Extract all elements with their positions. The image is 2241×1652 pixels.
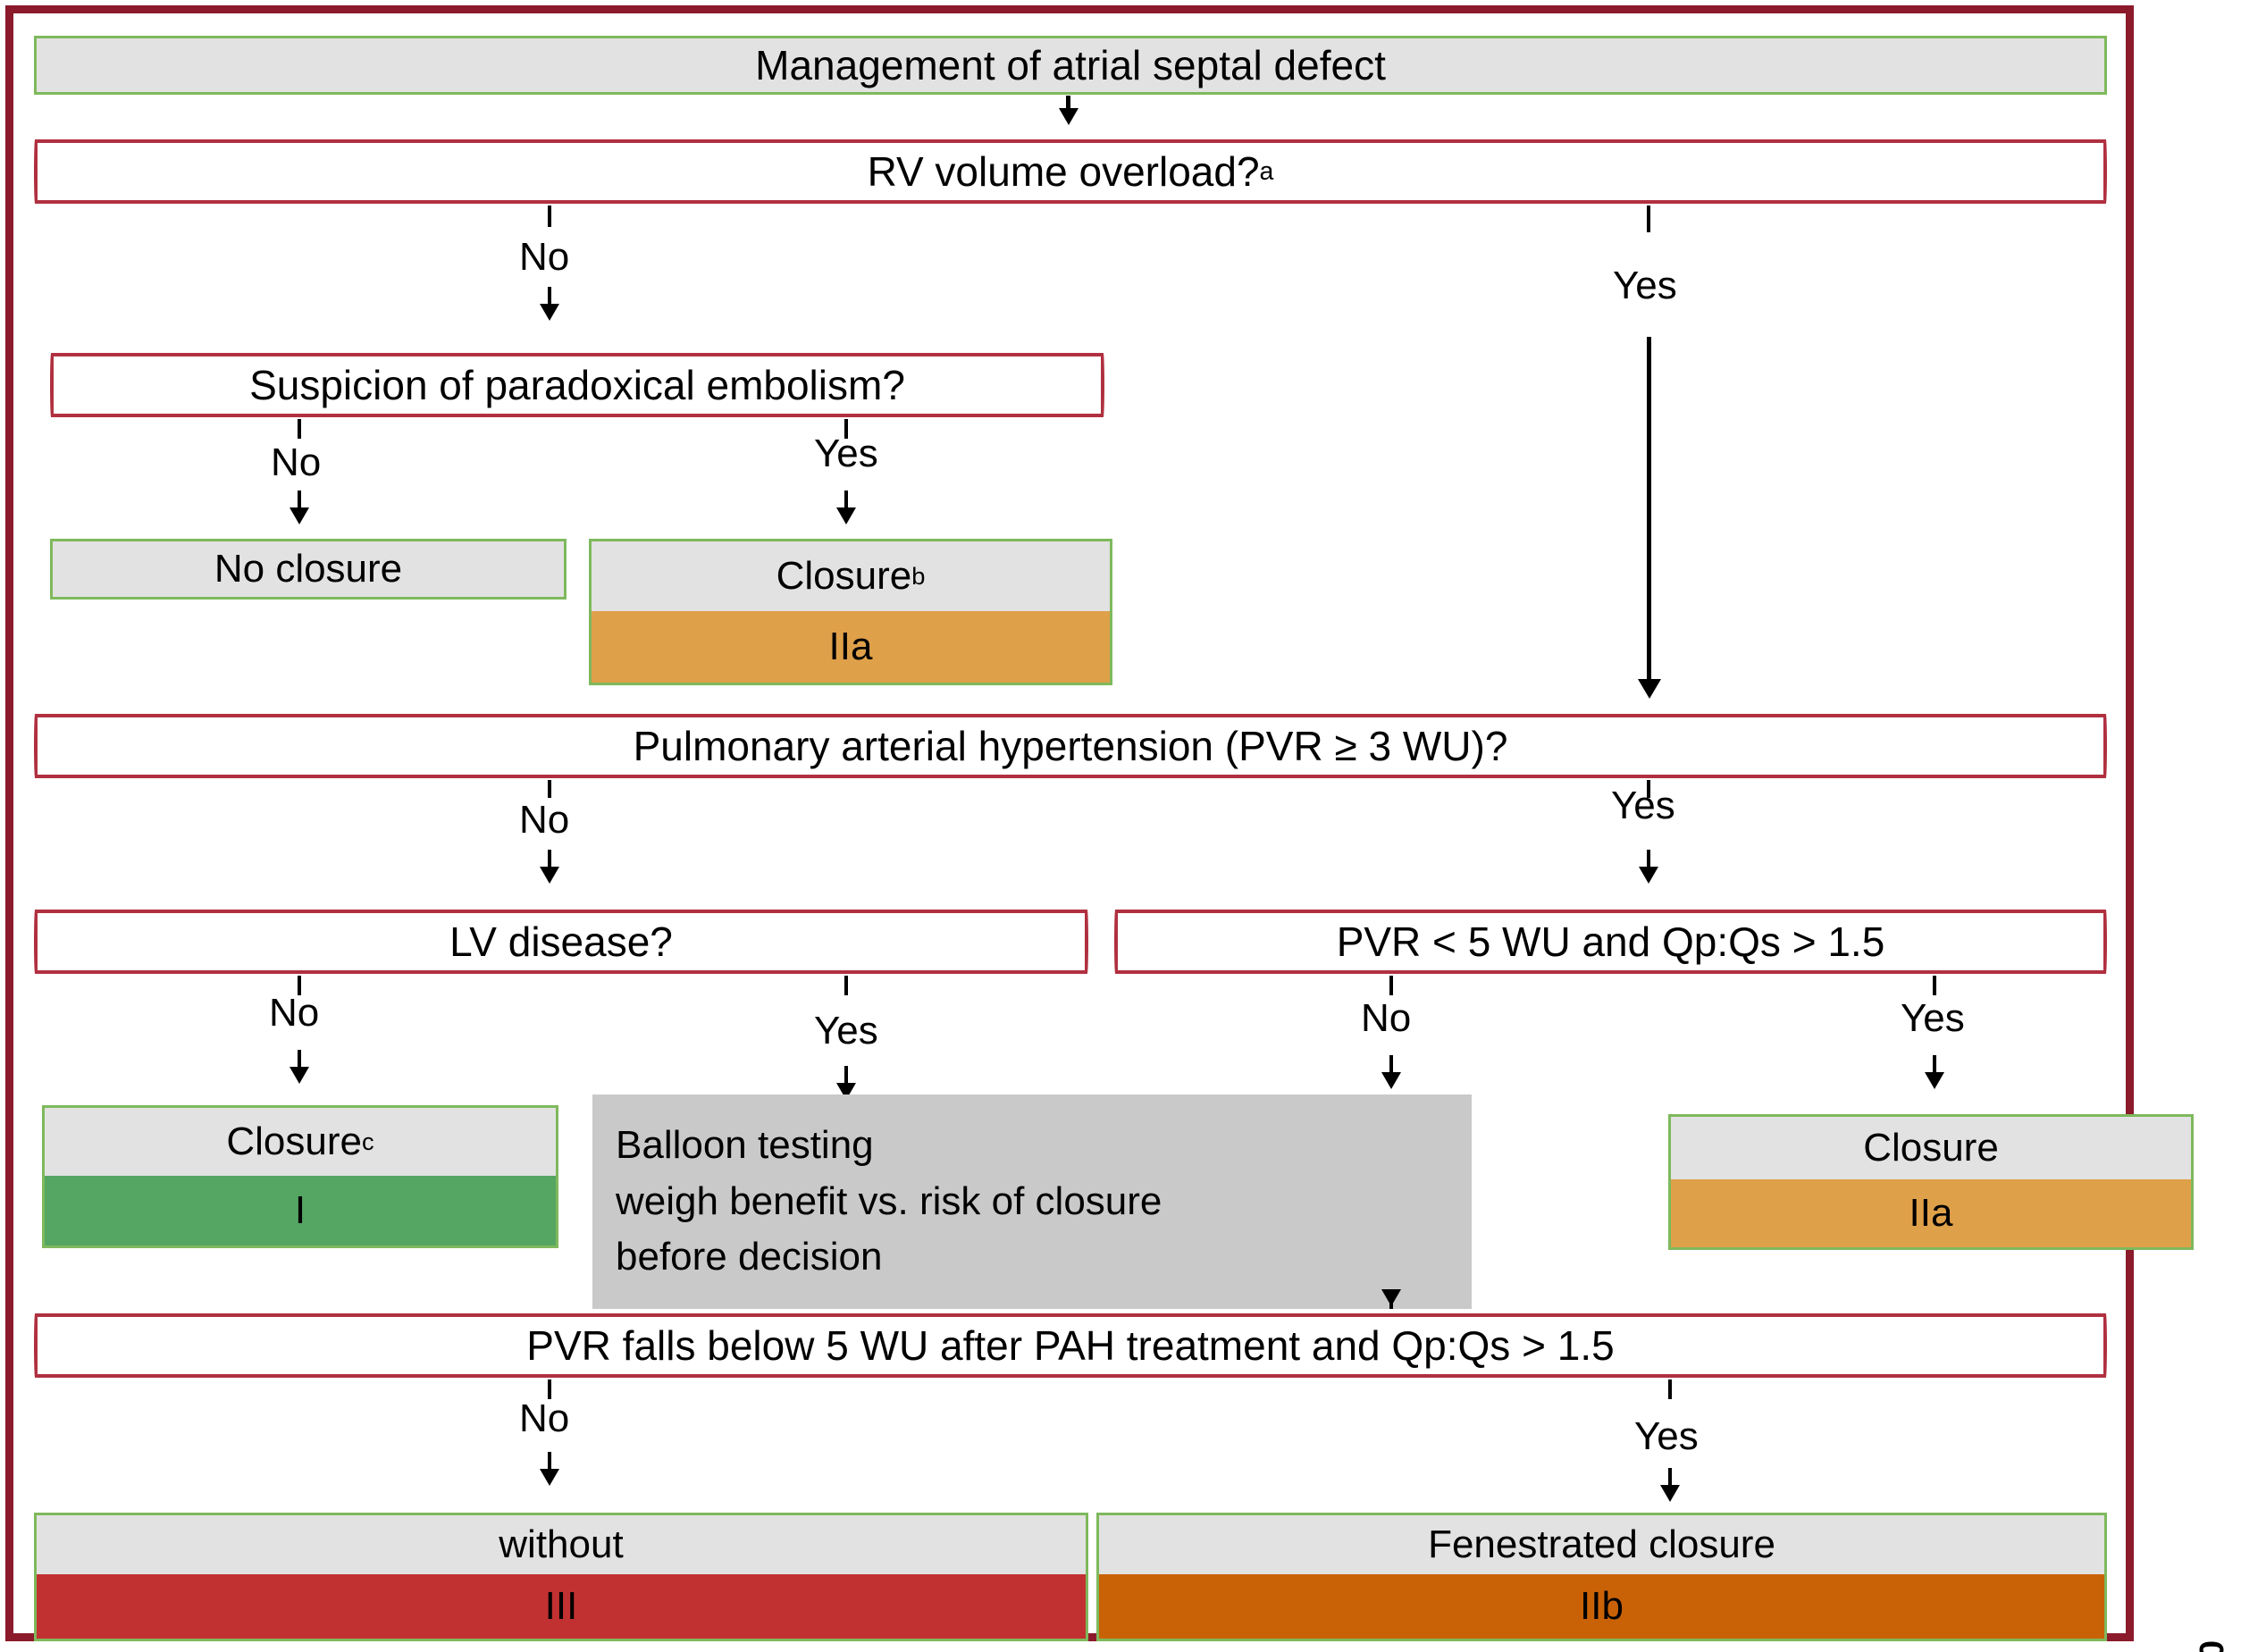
no-closure-label: No closure	[214, 546, 403, 591]
balloon-line-2: weigh benefit vs. risk of closure	[616, 1178, 1162, 1223]
node-lv-disease: LV disease?	[34, 910, 1088, 974]
arrowhead-balloon-to-falls	[1381, 1289, 1401, 1306]
closure-b-label: Closure	[776, 553, 912, 598]
connector-pah-no-stub	[548, 780, 551, 798]
closure-iia-head: Closure	[1671, 1117, 2191, 1179]
connector-rv-no	[548, 287, 551, 306]
connector-embolism-yes	[844, 491, 848, 510]
title-label: Management of atrial septal defect	[755, 42, 1386, 88]
pvr-falls-label: PVR falls below 5 WU after PAH treatment…	[526, 1322, 1615, 1369]
pvr-qpqs-label: PVR < 5 WU and Qp:Qs > 1.5	[1336, 918, 1885, 965]
edge-label-falls-no: No	[519, 1396, 570, 1440]
connector-pah-yes-stub	[1647, 780, 1650, 798]
edge-label-embolism-no: No	[271, 440, 322, 484]
without-class: III	[37, 1574, 1086, 1639]
edge-label-lv-yes: Yes	[814, 1009, 878, 1052]
connector-pah-no	[548, 850, 551, 869]
node-closure-iia: Closure IIa	[1668, 1114, 2194, 1250]
arrowhead-rv-no	[540, 304, 559, 321]
edge-label-falls-yes: Yes	[1634, 1414, 1699, 1458]
arrowhead-title-to-rv	[1059, 108, 1079, 125]
fenestrated-closure-label: Fenestrated closure	[1428, 1522, 1775, 1566]
connector-falls-no-stub	[548, 1379, 551, 1399]
edge-label-pvr-yes: Yes	[1901, 996, 1965, 1040]
node-balloon-testing: Balloon testing weigh benefit vs. risk o…	[592, 1094, 1472, 1309]
arrowhead-pvr-no	[1381, 1072, 1401, 1089]
arrowhead-rv-yes	[1638, 679, 1661, 699]
closure-c-class: I	[45, 1176, 556, 1245]
connector-embolism-no-stub	[298, 419, 301, 439]
closure-b-class: IIa	[592, 611, 1110, 683]
balloon-line-1: Balloon testing	[616, 1123, 874, 1168]
paradoxical-embolism-label: Suspicion of paradoxical embolism?	[249, 362, 905, 408]
edge-label-embolism-yes: Yes	[814, 432, 878, 475]
balloon-line-3: before decision	[616, 1235, 883, 1279]
arrowhead-falls-no	[540, 1469, 559, 1486]
arrowhead-pah-no	[540, 867, 559, 884]
connector-falls-no	[548, 1452, 551, 1472]
closure-iia-class: IIa	[1671, 1179, 2191, 1247]
arrowhead-falls-yes	[1660, 1485, 1680, 1502]
connector-pvr-yes-stub	[1933, 976, 1936, 995]
closure-iia-label: Closure	[1863, 1125, 1999, 1170]
edge-label-pah-yes: Yes	[1611, 784, 1675, 827]
connector-embolism-yes-stub	[844, 419, 848, 439]
connector-rv-yes-stub	[1647, 205, 1650, 232]
connector-pvr-no	[1389, 1055, 1393, 1075]
closure-c-label: Closure	[226, 1119, 362, 1163]
lv-disease-label: LV disease?	[449, 918, 673, 965]
connector-lv-no	[298, 1050, 301, 1069]
connector-falls-yes	[1668, 1468, 1672, 1488]
node-without: without III	[34, 1513, 1088, 1641]
connector-embolism-no	[298, 491, 301, 510]
connector-lv-yes	[844, 1066, 848, 1086]
node-title: Management of atrial septal defect	[34, 36, 2107, 95]
connector-rv-yes	[1647, 337, 1651, 682]
node-paradoxical-embolism: Suspicion of paradoxical embolism?	[50, 353, 1104, 417]
connector-lv-no-stub	[298, 976, 301, 995]
connector-falls-yes-stub	[1668, 1379, 1672, 1399]
edge-label-pah-no: No	[519, 798, 570, 842]
node-fenestrated-closure: Fenestrated closure IIb	[1096, 1513, 2107, 1641]
connector-lv-yes-stub	[844, 976, 848, 995]
edge-label-rv-no: No	[519, 235, 570, 279]
connector-pvr-no-stub	[1389, 976, 1393, 995]
connector-pvr-yes	[1933, 1055, 1936, 1075]
copyright-label: ©ESC 2020	[2194, 1639, 2232, 1652]
node-pah: Pulmonary arterial hypertension (PVR ≥ 3…	[34, 714, 2107, 778]
edge-label-pvr-no: No	[1361, 996, 1412, 1040]
node-pvr-qpqs: PVR < 5 WU and Qp:Qs > 1.5	[1114, 910, 2107, 974]
rv-overload-label: RV volume overload?	[867, 148, 1260, 195]
connector-title-to-rv	[1066, 96, 1070, 110]
node-no-closure: No closure	[50, 539, 567, 600]
node-rv-overload: RV volume overload?a	[34, 139, 2107, 204]
arrowhead-embolism-yes	[836, 507, 856, 524]
edge-label-lv-no: No	[269, 991, 320, 1035]
connector-rv-no-stub	[548, 205, 551, 227]
pah-label: Pulmonary arterial hypertension (PVR ≥ 3…	[633, 723, 1508, 769]
arrowhead-embolism-no	[290, 507, 309, 524]
without-label: without	[499, 1522, 624, 1566]
fenestrated-closure-head: Fenestrated closure	[1099, 1515, 2104, 1574]
arrowhead-pah-yes	[1639, 867, 1658, 884]
diagram-frame: Management of atrial septal defect RV vo…	[5, 5, 2194, 1641]
arrowhead-pvr-yes	[1925, 1072, 1944, 1089]
arrowhead-lv-no	[290, 1067, 309, 1084]
connector-pah-yes	[1647, 850, 1650, 869]
no-closure-head: No closure	[53, 541, 564, 597]
node-pvr-falls: PVR falls below 5 WU after PAH treatment…	[34, 1313, 2107, 1378]
edge-label-rv-yes: Yes	[1613, 264, 1677, 307]
without-head: without	[37, 1515, 1086, 1574]
fenestrated-closure-class: IIb	[1099, 1574, 2104, 1639]
